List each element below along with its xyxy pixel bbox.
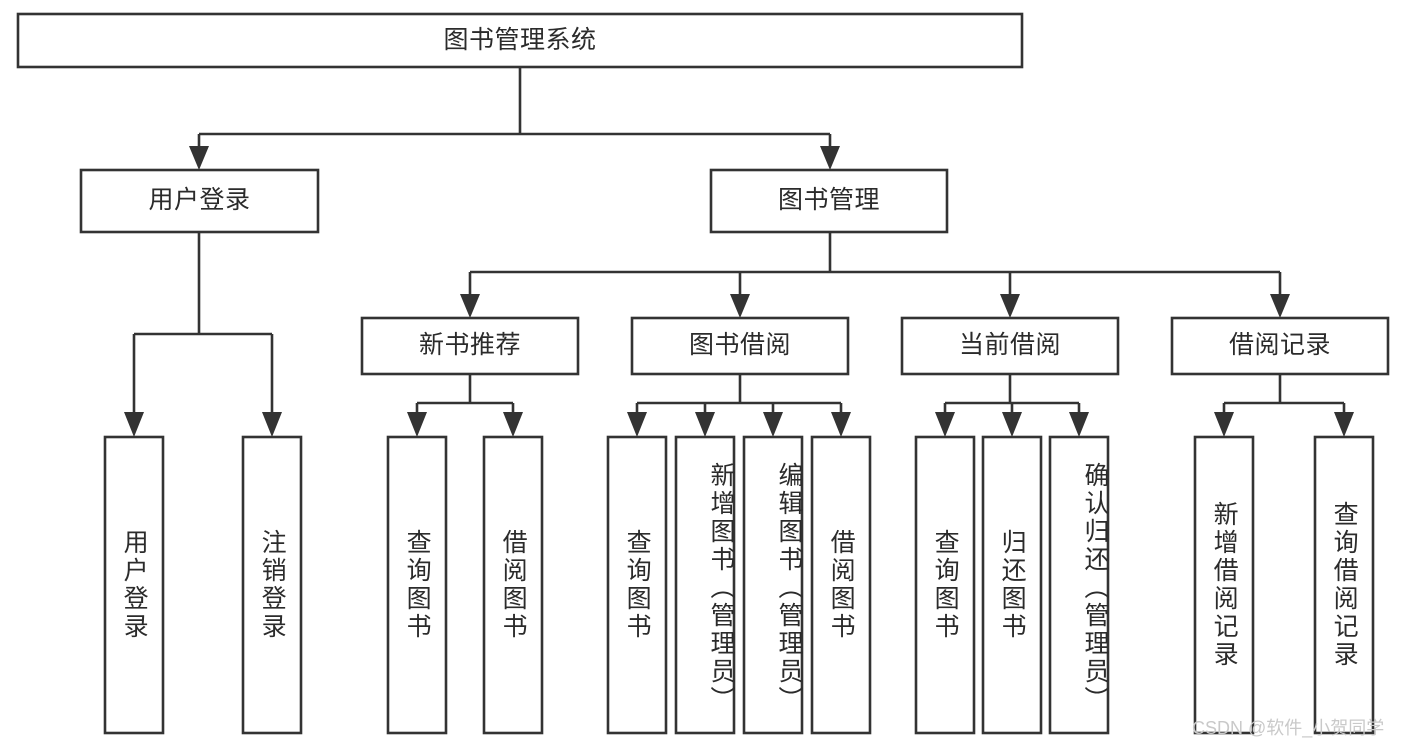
box-leaf-book-borrow-3[interactable] [810,435,872,735]
arrowhead-book-borrow [730,294,750,318]
arrowhead-borrow-record [1270,294,1290,318]
box-leaf-new-book-1[interactable] [482,435,544,735]
arrowhead-leaf-cb-2 [1069,412,1089,437]
arrowhead-leaf-nbr-1 [503,412,523,437]
arrowhead-book-management [820,146,840,170]
arrowhead-leaf-ul-0 [124,412,144,437]
box-leaf-borrow-record-0[interactable] [1193,435,1255,735]
arrowhead-leaf-bb-1 [695,412,715,437]
arrowhead-leaf-br-0 [1214,412,1234,437]
box-current-borrow[interactable] [900,316,1120,376]
box-user-login[interactable] [79,168,320,234]
arrowhead-leaf-bb-2 [763,412,783,437]
box-leaf-new-book-0[interactable] [386,435,448,735]
box-new-book-recommend[interactable] [360,316,580,376]
box-leaf-borrow-record-1[interactable] [1313,435,1375,735]
arrowhead-leaf-bb-0 [627,412,647,437]
box-book-management[interactable] [709,168,949,234]
box-book-borrow[interactable] [630,316,850,376]
arrowhead-leaf-cb-1 [1002,412,1022,437]
box-leaf-book-borrow-1[interactable] [674,435,736,735]
arrowhead-leaf-cb-0 [935,412,955,437]
box-leaf-current-borrow-0[interactable] [914,435,976,735]
box-leaf-user-login-0[interactable] [103,435,165,735]
box-leaf-user-login-1[interactable] [241,435,303,735]
box-root[interactable] [16,12,1024,69]
box-leaf-current-borrow-1[interactable] [981,435,1043,735]
box-leaf-current-borrow-2[interactable] [1048,435,1110,735]
arrowhead-leaf-nbr-0 [407,412,427,437]
arrowhead-new-book-recommend [460,294,480,318]
arrowhead-leaf-bb-3 [831,412,851,437]
arrowhead-current-borrow [1000,294,1020,318]
box-leaf-book-borrow-2[interactable] [742,435,804,735]
box-leaf-book-borrow-0[interactable] [606,435,668,735]
arrowhead-leaf-ul-1 [262,412,282,437]
watermark-csdn: CSDN @软件_小贺同学 [1192,718,1385,738]
box-borrow-record[interactable] [1170,316,1390,376]
arrowhead-leaf-br-1 [1334,412,1354,437]
arrowhead-user-login [189,146,209,170]
